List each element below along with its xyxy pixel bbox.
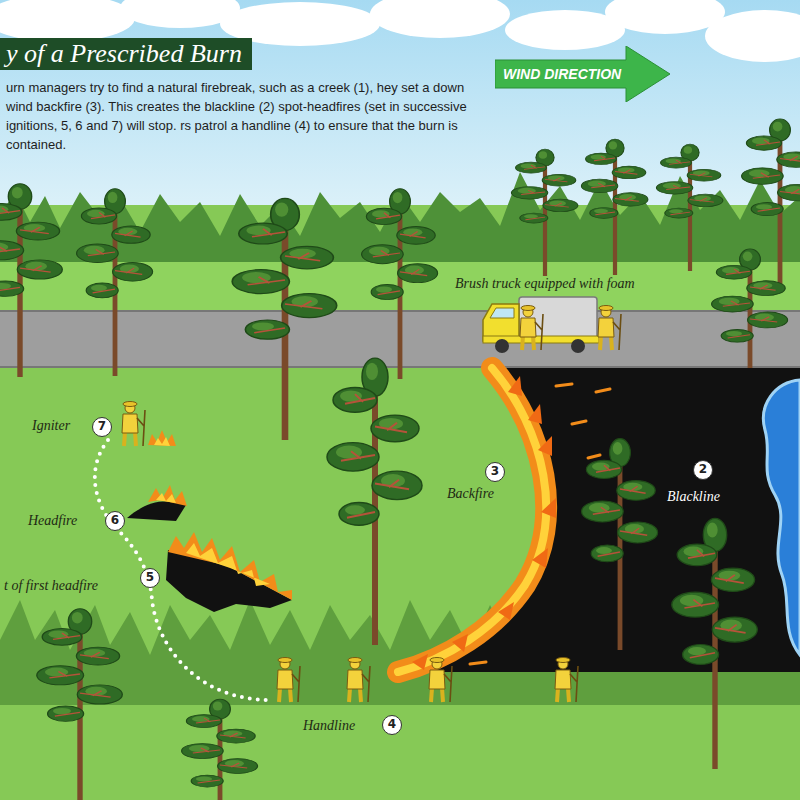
flame-tongues [498, 602, 514, 620]
flame-tongues [532, 548, 548, 568]
flame-tongues [528, 404, 542, 424]
callout-number: 7 [92, 417, 112, 437]
brush-truck [483, 304, 519, 341]
ember-streaks [470, 662, 486, 664]
callout-number: 3 [485, 462, 505, 482]
flame-tongues [412, 654, 428, 670]
backfire-core [398, 368, 546, 672]
clouds [0, 0, 135, 42]
brush-truck [571, 339, 585, 353]
headfire-spot [156, 493, 176, 503]
callout-number: 4 [382, 715, 402, 735]
crew-member [555, 658, 578, 703]
part-label: Backfire [447, 486, 494, 502]
headfire-spot [168, 532, 292, 600]
ember-streaks [556, 384, 572, 386]
pine-tree [362, 189, 438, 379]
callout-number: 2 [693, 460, 713, 480]
pine-tree [582, 439, 658, 650]
crew-member [429, 658, 452, 703]
pine-tree [182, 699, 258, 800]
truck-label: Brush truck equipped with foam [455, 276, 635, 292]
creek [763, 380, 800, 655]
crew-member [122, 402, 145, 447]
arrow-label: WIND DIRECTION [495, 66, 621, 82]
flame-tongues [538, 436, 552, 456]
pine-tree [232, 198, 337, 440]
callout-number: 6 [105, 511, 125, 531]
ember-streaks [588, 455, 600, 458]
headfire-spot [127, 485, 187, 521]
igniter-flame [154, 437, 170, 446]
brush-truck [490, 308, 514, 318]
ignition-path [95, 440, 270, 700]
igniter-flame [148, 430, 176, 446]
brush-truck [483, 297, 599, 353]
part-label: Blackline [667, 489, 720, 505]
part-label: t of first headfire [4, 578, 98, 594]
pine-tree [511, 149, 578, 276]
part-label: Headfire [28, 513, 77, 529]
ember-streaks [572, 421, 586, 424]
title-text: y of a Prescribed Burn [0, 38, 252, 70]
pine-tree [656, 144, 723, 271]
ember-streaks [596, 389, 610, 392]
flame-tongues [541, 498, 556, 518]
clouds [605, 0, 725, 34]
headfire-spot [166, 532, 292, 612]
intro-text: urn managers try to find a natural fireb… [6, 78, 476, 154]
flame-tongues [452, 634, 468, 652]
crew-member [598, 306, 621, 351]
pine-tree [327, 358, 422, 645]
ember-streaks [470, 384, 610, 664]
headfire-spot [186, 543, 270, 586]
brush-truck [495, 339, 509, 353]
pine-tree [672, 518, 758, 769]
title-band: y of a Prescribed Burn [0, 38, 252, 70]
flame-tongues [412, 376, 556, 670]
headfire-spot [148, 485, 187, 506]
flame-tongues [508, 376, 522, 396]
pine-tree [0, 184, 62, 377]
callout-number: 5 [140, 568, 160, 588]
pine-tree [581, 139, 648, 275]
crew-member [520, 306, 543, 351]
part-label: Igniter [32, 418, 70, 434]
igniter-flame [148, 430, 176, 446]
crew-member [277, 658, 300, 703]
crew-member [347, 658, 370, 703]
wind-arrow: WIND DIRECTION [495, 46, 670, 102]
pine-tree [77, 189, 153, 376]
part-label: Handline [303, 718, 355, 734]
arrow-shape [495, 46, 670, 102]
backfire-flame [398, 368, 546, 672]
clouds [370, 0, 510, 38]
pine-tree [37, 609, 123, 800]
headfire-spot [127, 501, 186, 521]
clouds [705, 10, 800, 62]
